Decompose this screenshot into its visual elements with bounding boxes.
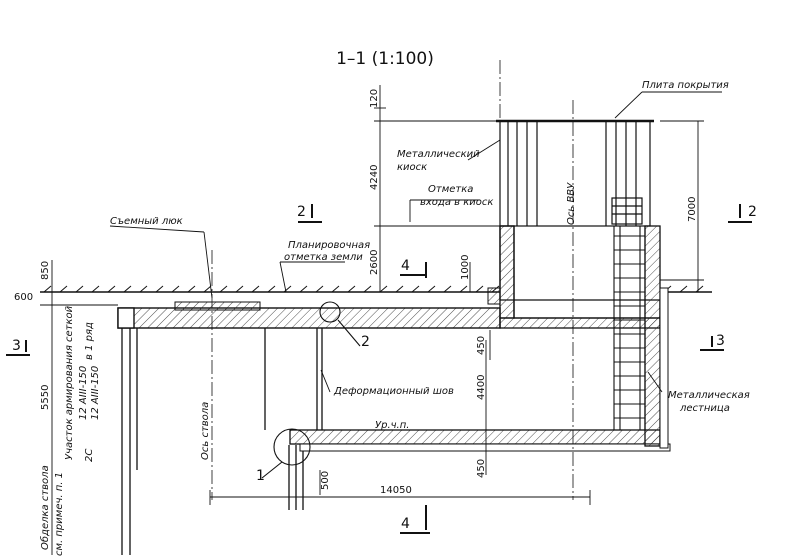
ground-hatch-tick bbox=[203, 285, 212, 293]
dim-4400: 4400 bbox=[476, 375, 487, 400]
section-marker-lines bbox=[6, 204, 752, 534]
ground-hatch-tick bbox=[443, 285, 452, 293]
metal-ladder bbox=[613, 226, 646, 430]
label-entry-2: входа в киоск bbox=[420, 197, 493, 208]
callout-1: 1 bbox=[256, 468, 265, 484]
label-floor-level: Ур.ч.п. bbox=[375, 420, 409, 431]
section-4-bottom: 4 bbox=[401, 516, 410, 532]
leader-lines bbox=[109, 91, 722, 393]
ground-hatch-tick bbox=[43, 285, 52, 293]
dim-14050: 14050 bbox=[380, 485, 412, 496]
ground-hatch-tick bbox=[251, 285, 260, 293]
label-lining-2: см. примеч. п. 1 bbox=[54, 472, 65, 556]
ground-hatch-tick bbox=[139, 285, 148, 293]
ground-hatch-tick bbox=[91, 285, 100, 293]
ground-hatch-tick bbox=[123, 285, 132, 293]
section-4-top: 4 bbox=[401, 258, 410, 274]
ground-hatch-tick bbox=[411, 285, 420, 293]
ground-hatch-tick bbox=[395, 285, 404, 293]
ground-hatch-tick bbox=[235, 285, 244, 293]
dim-2600: 2600 bbox=[369, 250, 380, 275]
shaft-left-walls bbox=[121, 328, 323, 555]
label-ground-2: отметка земли bbox=[284, 252, 363, 263]
metal-kiosk bbox=[496, 119, 654, 227]
section-3-left: 3 bbox=[12, 338, 21, 354]
dim-600: 600 bbox=[14, 292, 33, 303]
dim-4240: 4240 bbox=[369, 165, 380, 190]
label-rebar-2: 12 АIII-150 bbox=[78, 366, 89, 420]
label-hatch: Съемный люк bbox=[110, 216, 183, 227]
label-rebar-3: 12 АIII-150 bbox=[90, 366, 101, 420]
ground-hatch-tick bbox=[171, 285, 180, 293]
ground-hatch-tick bbox=[315, 285, 324, 293]
dim-120: 120 bbox=[369, 89, 380, 108]
ground-hatch bbox=[43, 285, 704, 293]
label-rebar-1: Участок армирования сеткой bbox=[64, 305, 75, 460]
label-kiosk-2: киоск bbox=[397, 162, 427, 173]
dim-1000: 1000 bbox=[460, 255, 471, 280]
label-stair-1: Металлическая bbox=[668, 390, 750, 401]
axis-lines bbox=[211, 60, 574, 500]
dim-500: 500 bbox=[320, 471, 331, 490]
ground-hatch-tick bbox=[379, 285, 388, 293]
detail-callouts bbox=[261, 301, 361, 479]
ground-hatch-tick bbox=[427, 285, 436, 293]
label-ground-1: Планировочная bbox=[288, 240, 370, 251]
dim-850: 850 bbox=[40, 261, 51, 280]
label-stair-2: лестница bbox=[679, 403, 730, 414]
ground-hatch-tick bbox=[155, 285, 164, 293]
section-2-left: 2 bbox=[297, 204, 306, 220]
ground-hatch-tick bbox=[219, 285, 228, 293]
callout-2: 2 bbox=[361, 334, 370, 350]
section-2-right: 2 bbox=[748, 204, 757, 220]
dimension-lines bbox=[40, 85, 704, 555]
ground-hatch-tick bbox=[475, 285, 484, 293]
label-rebar-5: в 1 ряд bbox=[84, 322, 95, 360]
ground-hatch-tick bbox=[331, 285, 340, 293]
ground-hatch-tick bbox=[267, 285, 276, 293]
dim-7000: 7000 bbox=[687, 197, 698, 222]
ground-hatch-tick bbox=[75, 285, 84, 293]
ground-hatch-tick bbox=[679, 285, 688, 293]
ground-hatch-tick bbox=[283, 285, 292, 293]
ground-hatch-tick bbox=[187, 285, 196, 293]
ground-hatch-tick bbox=[363, 285, 372, 293]
ground-hatch-tick bbox=[59, 285, 68, 293]
ground-hatch-tick bbox=[107, 285, 116, 293]
label-kiosk-1: Металлический bbox=[397, 149, 480, 160]
drawing-title: 1–1 (1:100) bbox=[336, 49, 434, 69]
ground-hatch-tick bbox=[695, 285, 704, 293]
upper-slab bbox=[117, 301, 501, 329]
label-vvu-axis: Ось ВВУ bbox=[566, 182, 577, 225]
dim-5550: 5550 bbox=[40, 385, 51, 410]
label-shaft-axis: Ось ствола bbox=[200, 402, 211, 460]
section-3-right: 3 bbox=[716, 333, 725, 349]
lower-slab bbox=[289, 429, 671, 452]
ground-hatch-tick bbox=[299, 285, 308, 293]
ground-hatch-tick bbox=[459, 285, 468, 293]
dim-450-top: 450 bbox=[476, 336, 487, 355]
label-joint: Деформационный шов bbox=[333, 386, 454, 397]
label-rebar-4: 2С bbox=[84, 449, 95, 462]
dim-450-bottom: 450 bbox=[476, 459, 487, 478]
label-roof-slab: Плита покрытия bbox=[642, 80, 729, 91]
ground-hatch-tick bbox=[347, 285, 356, 293]
label-lining-1: Обделка ствола bbox=[39, 465, 51, 550]
label-entry-1: Отметка bbox=[428, 184, 473, 195]
vvu-well bbox=[487, 225, 669, 449]
